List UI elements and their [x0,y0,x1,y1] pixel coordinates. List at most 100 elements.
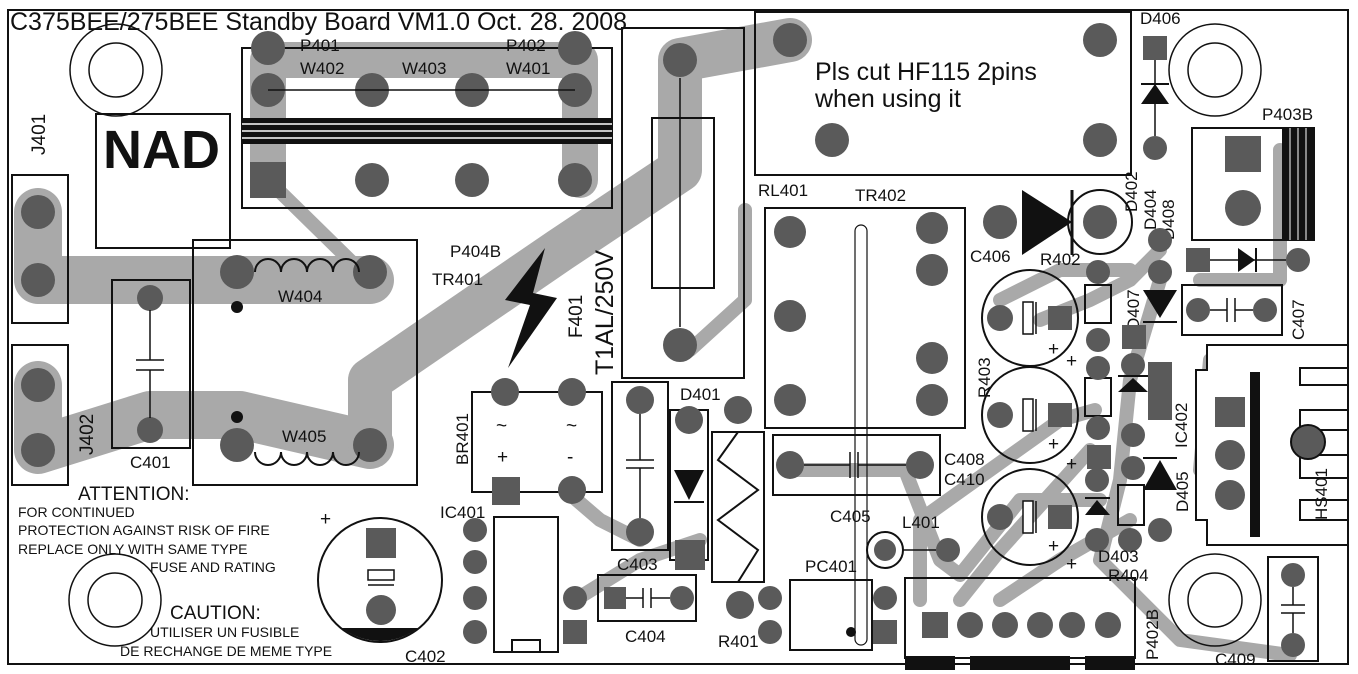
diode-D405: D405 [1143,457,1192,542]
caution-line-1: UTILISER UN FUSIBLE [150,624,299,640]
C401-label: C401 [130,453,171,472]
attention-line-4: FUSE AND RATING [150,559,276,575]
capacitor-R403-area: + R403 [975,269,1079,398]
D404-label: D404 [1141,189,1160,230]
diode-D406: D406 [1140,9,1181,160]
nad-logo-text: NAD [103,120,220,180]
D401-label: D401 [680,385,721,404]
P402-label: P402 [506,36,546,55]
J402-label: J402 [77,414,98,455]
W402-label: W402 [300,59,344,78]
diode-D403: D403 R404 [1085,468,1149,585]
fire-warning: ATTENTION: FOR CONTINUED PROTECTION AGAI… [18,484,332,659]
heatsink-HS401: HS401 [1195,344,1349,546]
C404-label: C404 [625,627,666,646]
connector-J401: J401 [11,114,69,324]
TR401-label: TR401 [432,270,483,289]
capacitor-C409: C409 [1215,556,1319,669]
J401-label: J401 [29,114,50,155]
C410-label: C410 [944,470,985,489]
fuse-F401: F401 T1AL/250V [566,27,745,379]
W404-label: W404 [278,287,322,306]
high-voltage-icon [505,248,557,368]
BR401-plus-mark: + [497,447,508,468]
capacitor-C408: + C408 [944,366,1079,469]
R401-label: R401 [718,632,759,651]
board-title: C375BEE/275BEE Standby Board VM1.0 Oct. … [10,8,627,36]
D405-label: D405 [1173,471,1192,512]
C402-plus-mark: + [320,509,331,530]
IC401-label: IC401 [440,503,485,522]
RL401-label: RL401 [758,181,808,200]
ic-IC401: IC401 [440,503,587,653]
R403-label: R403 [975,357,994,398]
small-parts-column: + + + [1066,260,1148,575]
R402-label: R402 [1040,250,1081,269]
pad [1148,228,1172,252]
optocoupler-PC401: PC401 [758,557,897,651]
diode-D408 [1186,248,1310,272]
C409-label: C409 [1215,650,1256,669]
R403-plus-mark: + [1048,339,1059,360]
plus-mark-1: + [1066,351,1077,372]
relay-note-line-1: Pls cut HF115 2pins [815,58,1037,86]
P401-label: P401 [300,36,340,55]
caution-title: CAUTION: [170,603,261,624]
W405-label: W405 [282,427,326,446]
capacitor-C405: C405 [772,434,941,526]
mounting-holes [68,23,1262,647]
fuse-rating: T1AL/250V [591,250,619,375]
capacitor-C410: + C410 [944,468,1079,566]
BR401-ac-mark-1: ~ [496,416,507,437]
plus-mark-3: + [1066,554,1077,575]
C405-label: C405 [830,507,871,526]
bridge-BR401: ~ ~ + - BR401 [453,378,603,505]
relay-note-box: Pls cut HF115 2pins when using it [754,11,1132,176]
plus-mark-2: + [1066,454,1077,475]
attention-line-3: REPLACE ONLY WITH SAME TYPE [18,541,248,557]
R404-label: R404 [1108,566,1149,585]
capacitor-C406: C406 R402 [970,189,1133,269]
BR401-minus-mark: - [567,447,573,468]
nad-logo: NAD [95,113,231,249]
C407-label: C407 [1289,299,1308,340]
capacitor-C401: C401 [111,279,191,472]
D406-label: D406 [1140,9,1181,28]
C408-plus-mark: + [1048,434,1059,455]
HS401-label: HS401 [1312,468,1331,520]
choke-block: W404 W405 [192,239,418,486]
W401-label: W401 [506,59,550,78]
diode-D407: D407 [1124,260,1177,330]
L401-label: L401 [902,513,940,532]
P403B-label: P403B [1262,105,1313,124]
P402B-label: P402B [1143,609,1162,660]
D403-label: D403 [1098,547,1139,566]
attention-title: ATTENTION: [78,484,190,505]
PC401-label: PC401 [805,557,857,576]
capacitor-C404: C404 [597,574,697,646]
capacitor-C402: + C402 [317,509,446,666]
C402-label: C402 [405,647,446,666]
BR401-label: BR401 [453,413,472,465]
W403-label: W403 [402,59,446,78]
attention-line-1: FOR CONTINUED [18,504,135,520]
resistor-R401: R401 [711,396,765,651]
C410-plus-mark: + [1048,536,1059,557]
C408-label: C408 [944,450,985,469]
TR402-label: TR402 [855,186,906,205]
transformer-header: P401 W402 W403 P402 W401 [241,31,613,209]
caution-line-2: DE RECHANGE DE MEME TYPE [120,643,332,659]
diode-D401: D401 [669,385,721,570]
capacitor-C403: C403 [611,381,669,574]
connector-P402B: P402B [904,577,1162,670]
inductor-L401: L401 [866,513,960,569]
D407-label: D407 [1124,289,1143,330]
connector-J402: J402 [11,344,98,486]
relay-note-line-2: when using it [814,85,961,113]
ic-IC402: IC402 [1148,362,1191,448]
P404B-label: P404B [450,242,501,261]
relay-RL401: RL401 TR402 [758,181,966,646]
C406-label: C406 [970,247,1011,266]
capacitor-C407: C407 [1181,284,1308,340]
